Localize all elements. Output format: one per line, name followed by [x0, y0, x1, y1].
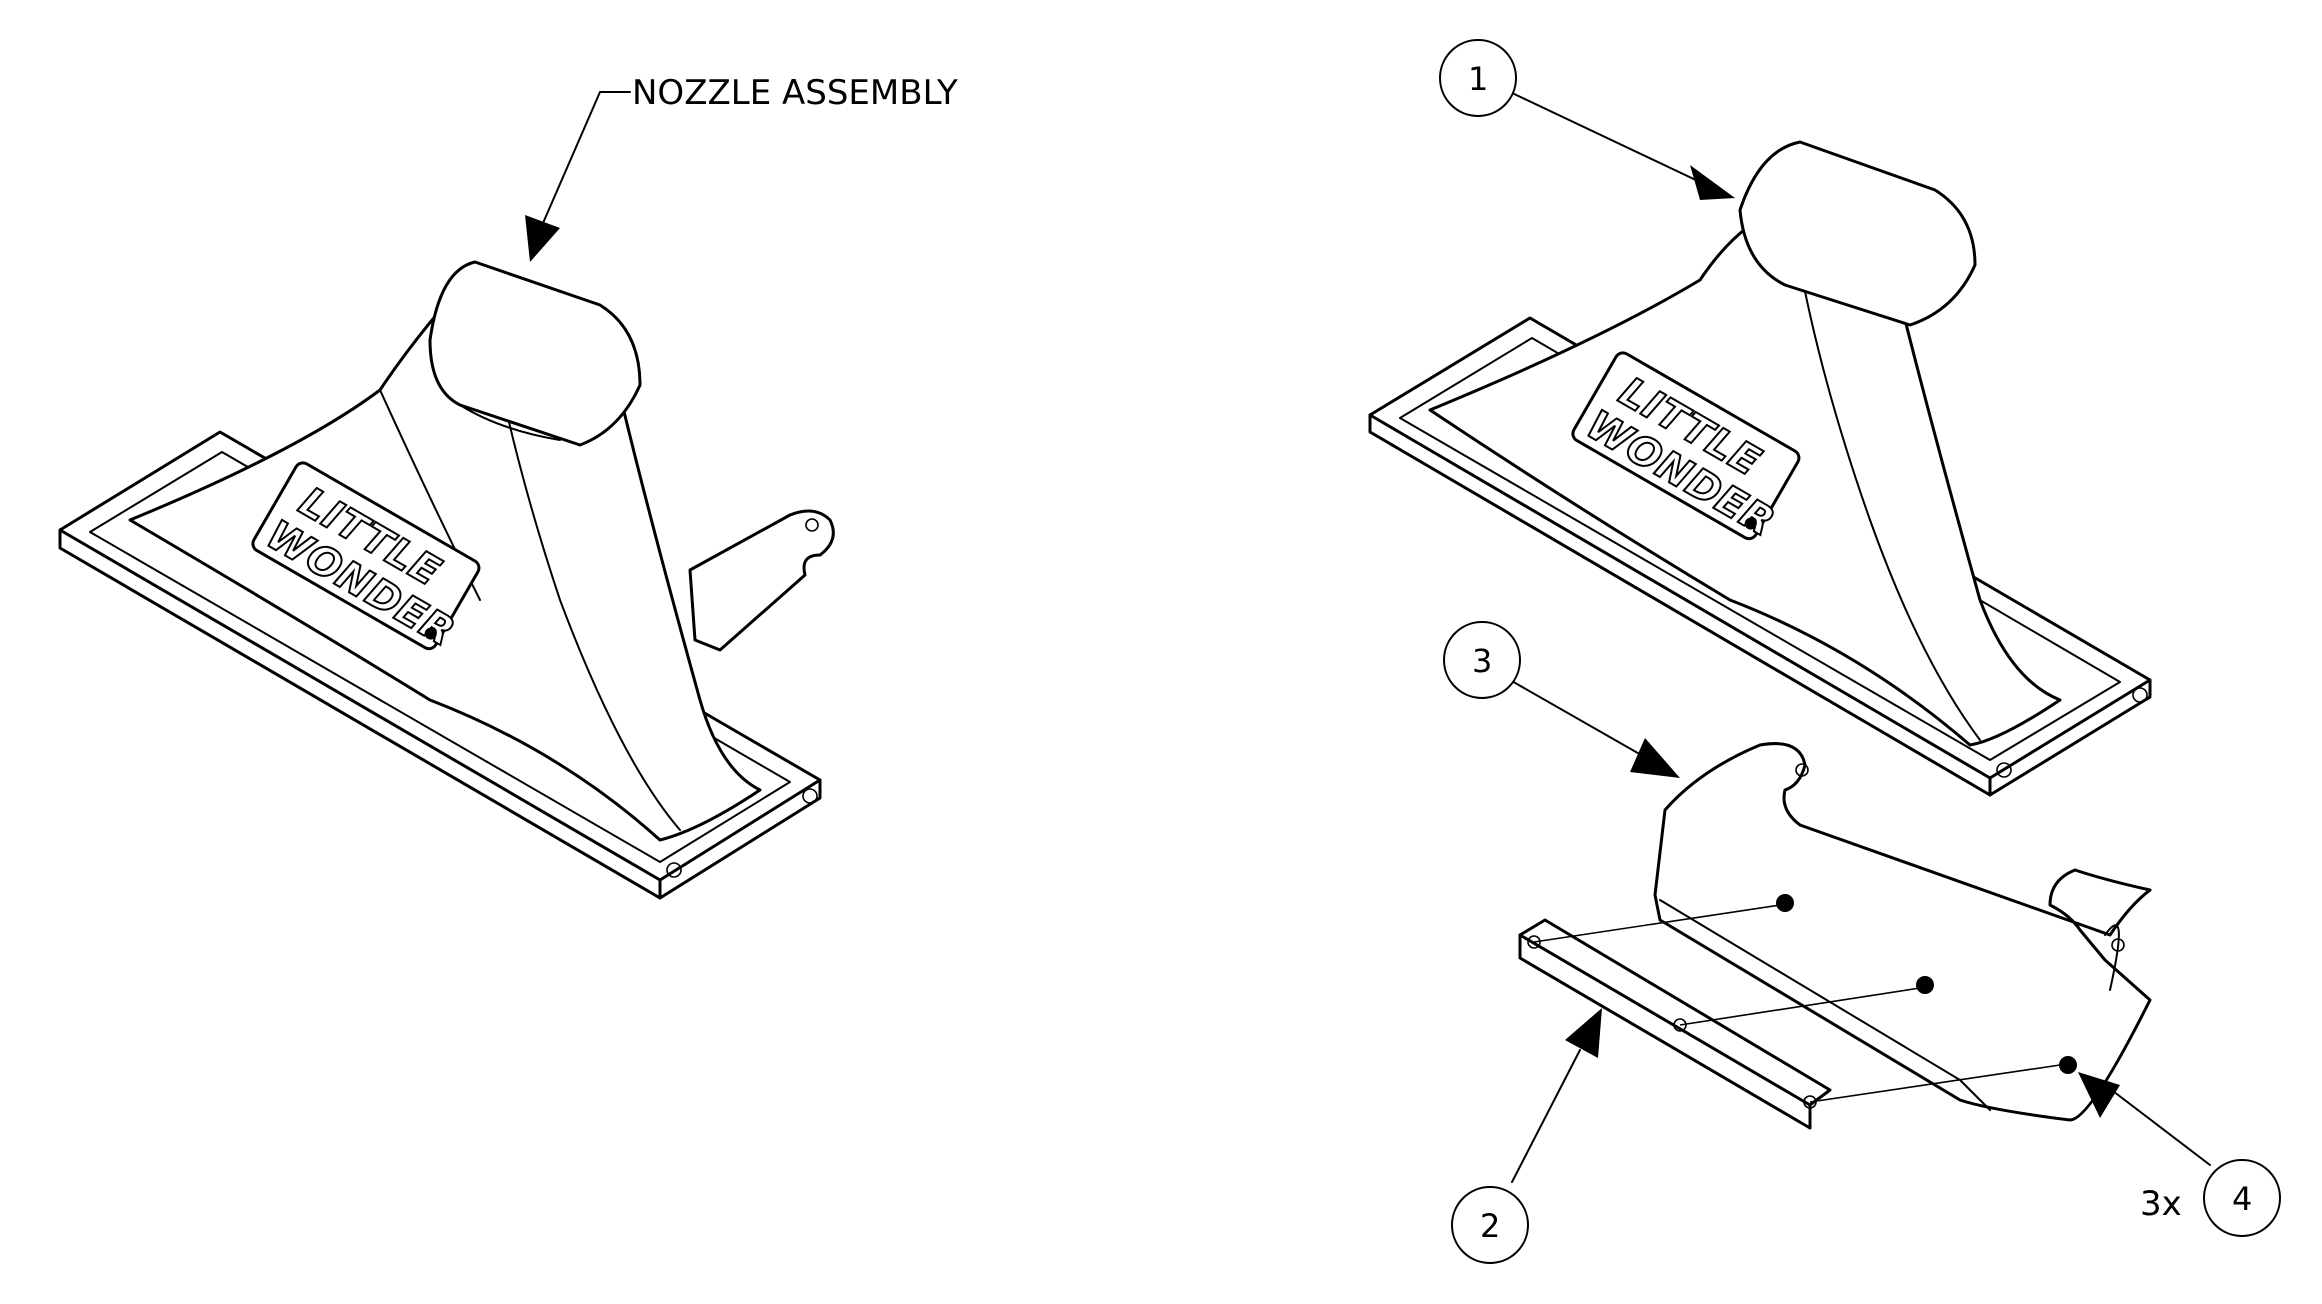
balloon-1-number: 1 — [1468, 60, 1488, 98]
nut-2 — [1916, 976, 1934, 994]
quantity-label: 3x — [2140, 1184, 2182, 1224]
part-1-nozzle: LITTLE WONDER — [1368, 140, 2152, 797]
balloon-3-number: 3 — [1472, 642, 1492, 680]
nozzle-neck — [428, 260, 642, 447]
balloon-4-number: 4 — [2232, 1180, 2252, 1218]
nozzle-assembly-view: LITTLE WONDER NOZZLE ASSEMBLY — [58, 73, 958, 900]
callout-balloon-3: 3 — [1443, 621, 1680, 778]
nozzle-assembly-label: NOZZLE ASSEMBLY — [632, 73, 958, 113]
balloon-2-number: 2 — [1480, 1207, 1500, 1245]
nut-1 — [1776, 894, 1794, 912]
callout-balloon-1: 1 — [1439, 39, 1735, 200]
nozzle-bracket-assembled — [688, 509, 835, 652]
nut-3 — [2059, 1056, 2077, 1074]
exploded-view: LITTLE WONDER — [1368, 39, 2281, 1264]
leader-arrowhead — [525, 215, 560, 262]
part-2-strip — [1518, 918, 1832, 1130]
assembly-leader: NOZZLE ASSEMBLY — [525, 73, 958, 262]
part-4-nuts — [1533, 894, 2077, 1103]
callout-balloon-4: 4 3x — [2078, 1072, 2281, 1237]
callout-balloon-2: 2 — [1451, 1008, 1602, 1264]
